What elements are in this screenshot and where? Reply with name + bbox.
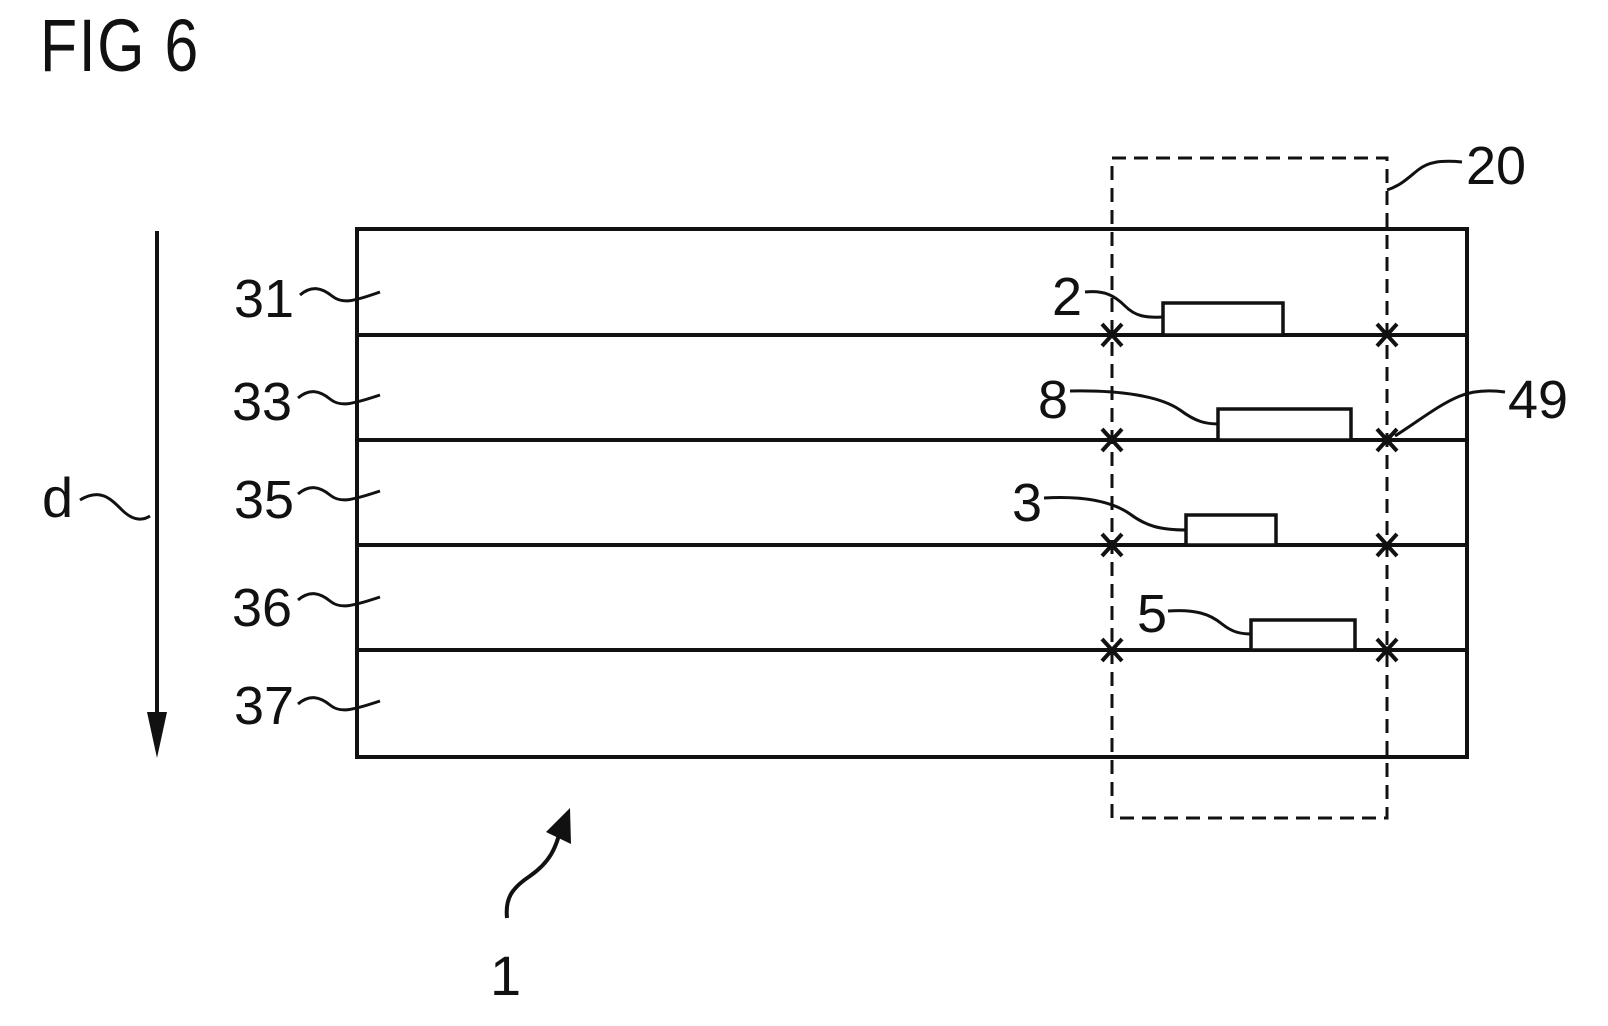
layer-label-33: 33 [232,372,292,432]
device-arrow-leader [507,828,561,918]
element-label-5: 5 [1137,584,1167,644]
layer-leader-35 [298,488,380,500]
layer-label-31: 31 [234,269,294,329]
element-5-box [1251,620,1355,650]
layer-leader-36 [298,594,380,606]
element-leader-3 [1044,498,1187,530]
element-leader-2 [1085,292,1164,318]
layer-label-36: 36 [232,578,292,638]
cross-marker [1375,429,1399,451]
layer-label-37: 37 [234,676,294,736]
depth-label: d [42,466,73,529]
layer-leader-37 [298,698,380,710]
depth-arrow-head [147,712,167,758]
device-label-1: 1 [490,944,521,1007]
layer-label-35: 35 [234,470,294,530]
element-leader-5 [1168,611,1252,634]
layer-stack-outline [357,229,1467,757]
element-3-box [1186,515,1276,545]
region-label-20: 20 [1466,136,1526,196]
region-20-dashed-outline [1112,158,1387,818]
depth-label-leader [80,495,150,520]
cross-label-49: 49 [1508,370,1568,430]
element-2-box [1163,303,1283,335]
element-8-box [1218,409,1351,440]
region-leader-20 [1387,161,1462,190]
element-label-3: 3 [1012,473,1042,533]
element-label-8: 8 [1038,370,1068,430]
layer-leader-31 [300,289,380,301]
element-label-2: 2 [1052,267,1082,327]
cross-leader-49 [1395,391,1505,436]
element-leader-8 [1070,391,1219,424]
layer-leader-33 [298,392,380,404]
